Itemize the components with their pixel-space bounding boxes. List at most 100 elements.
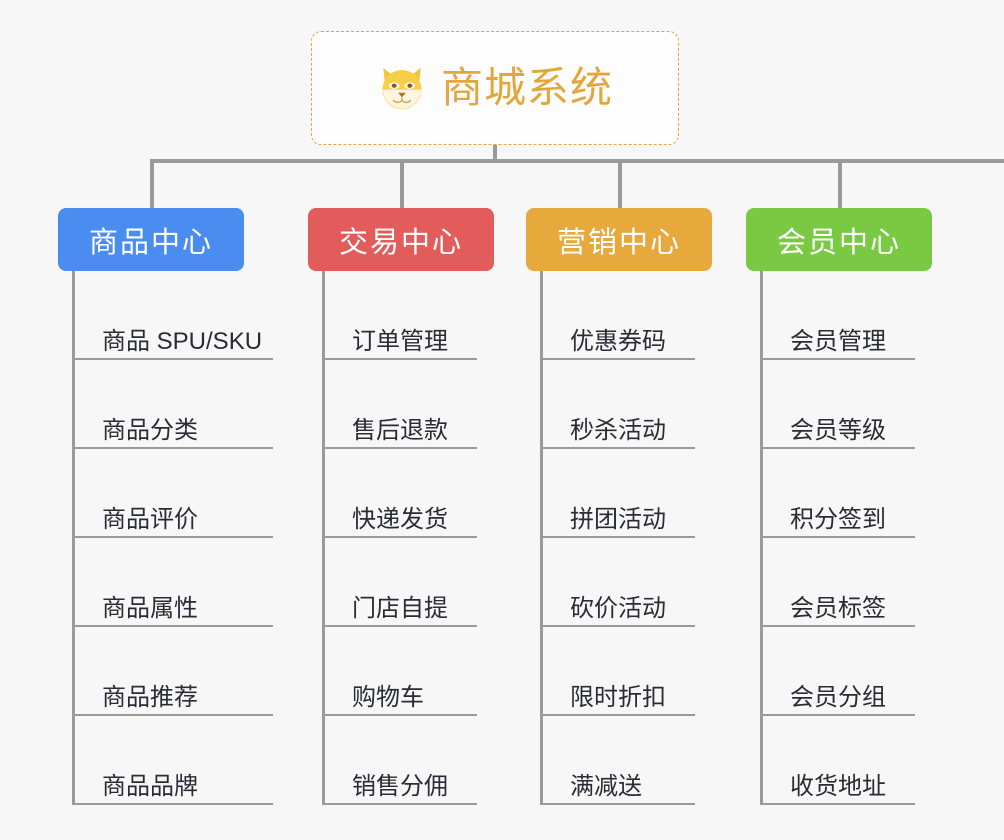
leaf-item-underline [322, 803, 477, 805]
shiba-dog-face-icon [382, 67, 422, 110]
leaf-list: 会员管理会员等级积分签到会员标签会员分组收货地址 [746, 271, 932, 805]
leaf-item-label: 订单管理 [352, 327, 448, 355]
leaf-item-label: 门店自提 [352, 594, 448, 622]
category-header-1[interactable]: 商品中心 [58, 208, 244, 271]
leaf-item-label: 积分签到 [790, 505, 886, 533]
leaf-item[interactable]: 砍价活动 [526, 538, 712, 627]
leaf-item[interactable]: 满减送 [526, 716, 712, 805]
leaf-item-label: 商品分类 [102, 416, 198, 444]
leaf-item-label: 售后退款 [352, 416, 448, 444]
leaf-item[interactable]: 收货地址 [746, 716, 932, 805]
leaf-item-label: 商品 SPU/SKU [102, 327, 263, 355]
leaf-item-label: 会员管理 [790, 327, 886, 355]
leaf-list: 订单管理售后退款快递发货门店自提购物车销售分佣 [308, 271, 494, 805]
category-header-label: 营销中心 [556, 226, 681, 259]
branch-column-2: 交易中心订单管理售后退款快递发货门店自提购物车销售分佣 [308, 208, 494, 805]
leaf-item-underline [760, 358, 915, 360]
leaf-item[interactable]: 商品 SPU/SKU [58, 271, 273, 360]
branch-column-1: 商品中心商品 SPU/SKU 商品分类商品评价商品属性商品推荐商品品牌 [58, 208, 273, 805]
leaf-item[interactable]: 会员等级 [746, 360, 932, 449]
connector-drop-2 [400, 159, 404, 208]
leaf-item[interactable]: 商品属性 [58, 538, 273, 627]
leaf-item-label: 砍价活动 [570, 594, 666, 622]
leaf-item-label: 秒杀活动 [570, 416, 666, 444]
leaf-item[interactable]: 售后退款 [308, 360, 494, 449]
connector-drop-4 [838, 159, 842, 208]
leaf-item[interactable]: 商品推荐 [58, 627, 273, 716]
leaf-item[interactable]: 会员分组 [746, 627, 932, 716]
leaf-item[interactable]: 订单管理 [308, 271, 494, 360]
root-title: 商城系统 [440, 64, 613, 111]
leaf-item-label: 销售分佣 [352, 772, 448, 800]
leaf-item-underline [540, 714, 695, 716]
leaf-item-label: 快递发货 [352, 505, 448, 533]
leaf-item-underline [322, 714, 477, 716]
leaf-item-label: 购物车 [352, 683, 424, 711]
leaf-item-underline [540, 447, 695, 449]
leaf-item-underline [72, 358, 273, 360]
leaf-list: 优惠券码秒杀活动拼团活动砍价活动限时折扣满减送 [526, 271, 712, 805]
leaf-item-underline [540, 803, 695, 805]
leaf-item-label: 商品推荐 [102, 683, 198, 711]
leaf-item[interactable]: 商品分类 [58, 360, 273, 449]
leaf-item-underline [322, 358, 477, 360]
leaf-item[interactable]: 秒杀活动 [526, 360, 712, 449]
branch-trunk-line [760, 271, 763, 805]
leaf-item[interactable]: 会员管理 [746, 271, 932, 360]
leaf-item-underline [540, 358, 695, 360]
connector-stem [493, 145, 497, 163]
leaf-item-label: 会员等级 [790, 416, 886, 444]
connector-bus [150, 159, 1004, 163]
branch-column-3: 营销中心优惠券码秒杀活动拼团活动砍价活动限时折扣满减送 [526, 208, 712, 805]
branch-trunk-line [72, 271, 75, 805]
leaf-item-underline [72, 714, 273, 716]
leaf-item[interactable]: 拼团活动 [526, 449, 712, 538]
leaf-item-underline [322, 447, 477, 449]
leaf-item[interactable]: 积分签到 [746, 449, 932, 538]
root-node[interactable]: 商城系统 [311, 31, 679, 145]
leaf-item-underline [72, 536, 273, 538]
leaf-item-underline [540, 625, 695, 627]
category-header-label: 会员中心 [776, 226, 901, 259]
leaf-item[interactable]: 门店自提 [308, 538, 494, 627]
category-header-4[interactable]: 会员中心 [746, 208, 932, 271]
leaf-item-underline [322, 625, 477, 627]
leaf-item-label: 会员分组 [790, 683, 886, 711]
leaf-item-underline [72, 447, 273, 449]
leaf-item[interactable]: 商品评价 [58, 449, 273, 538]
leaf-item-underline [760, 536, 915, 538]
leaf-list: 商品 SPU/SKU 商品分类商品评价商品属性商品推荐商品品牌 [58, 271, 273, 805]
leaf-item[interactable]: 购物车 [308, 627, 494, 716]
leaf-item-label: 满减送 [570, 772, 642, 800]
connector-drop-1 [150, 159, 154, 208]
category-header-3[interactable]: 营销中心 [526, 208, 712, 271]
branch-trunk-line [540, 271, 543, 805]
leaf-item[interactable]: 商品品牌 [58, 716, 273, 805]
leaf-item-underline [760, 803, 915, 805]
category-header-label: 交易中心 [338, 226, 463, 259]
leaf-item[interactable]: 销售分佣 [308, 716, 494, 805]
leaf-item-label: 商品评价 [102, 505, 198, 533]
leaf-item[interactable]: 优惠券码 [526, 271, 712, 360]
leaf-item-underline [760, 447, 915, 449]
leaf-item-label: 拼团活动 [570, 505, 666, 533]
connector-drop-3 [618, 159, 622, 208]
leaf-item-label: 会员标签 [790, 594, 886, 622]
leaf-item-underline [760, 714, 915, 716]
branch-trunk-line [322, 271, 325, 805]
leaf-item[interactable]: 快递发货 [308, 449, 494, 538]
leaf-item-label: 优惠券码 [570, 327, 666, 355]
leaf-item[interactable]: 限时折扣 [526, 627, 712, 716]
leaf-item-underline [322, 536, 477, 538]
branch-column-4: 会员中心会员管理会员等级积分签到会员标签会员分组收货地址 [746, 208, 932, 805]
leaf-item-underline [540, 536, 695, 538]
leaf-item-underline [760, 625, 915, 627]
category-header-label: 商品中心 [88, 226, 213, 259]
leaf-item[interactable]: 会员标签 [746, 538, 932, 627]
category-header-2[interactable]: 交易中心 [308, 208, 494, 271]
leaf-item-label: 商品属性 [102, 594, 198, 622]
leaf-item-underline [72, 625, 273, 627]
leaf-item-label: 商品品牌 [102, 772, 198, 800]
leaf-item-label: 收货地址 [790, 772, 886, 800]
